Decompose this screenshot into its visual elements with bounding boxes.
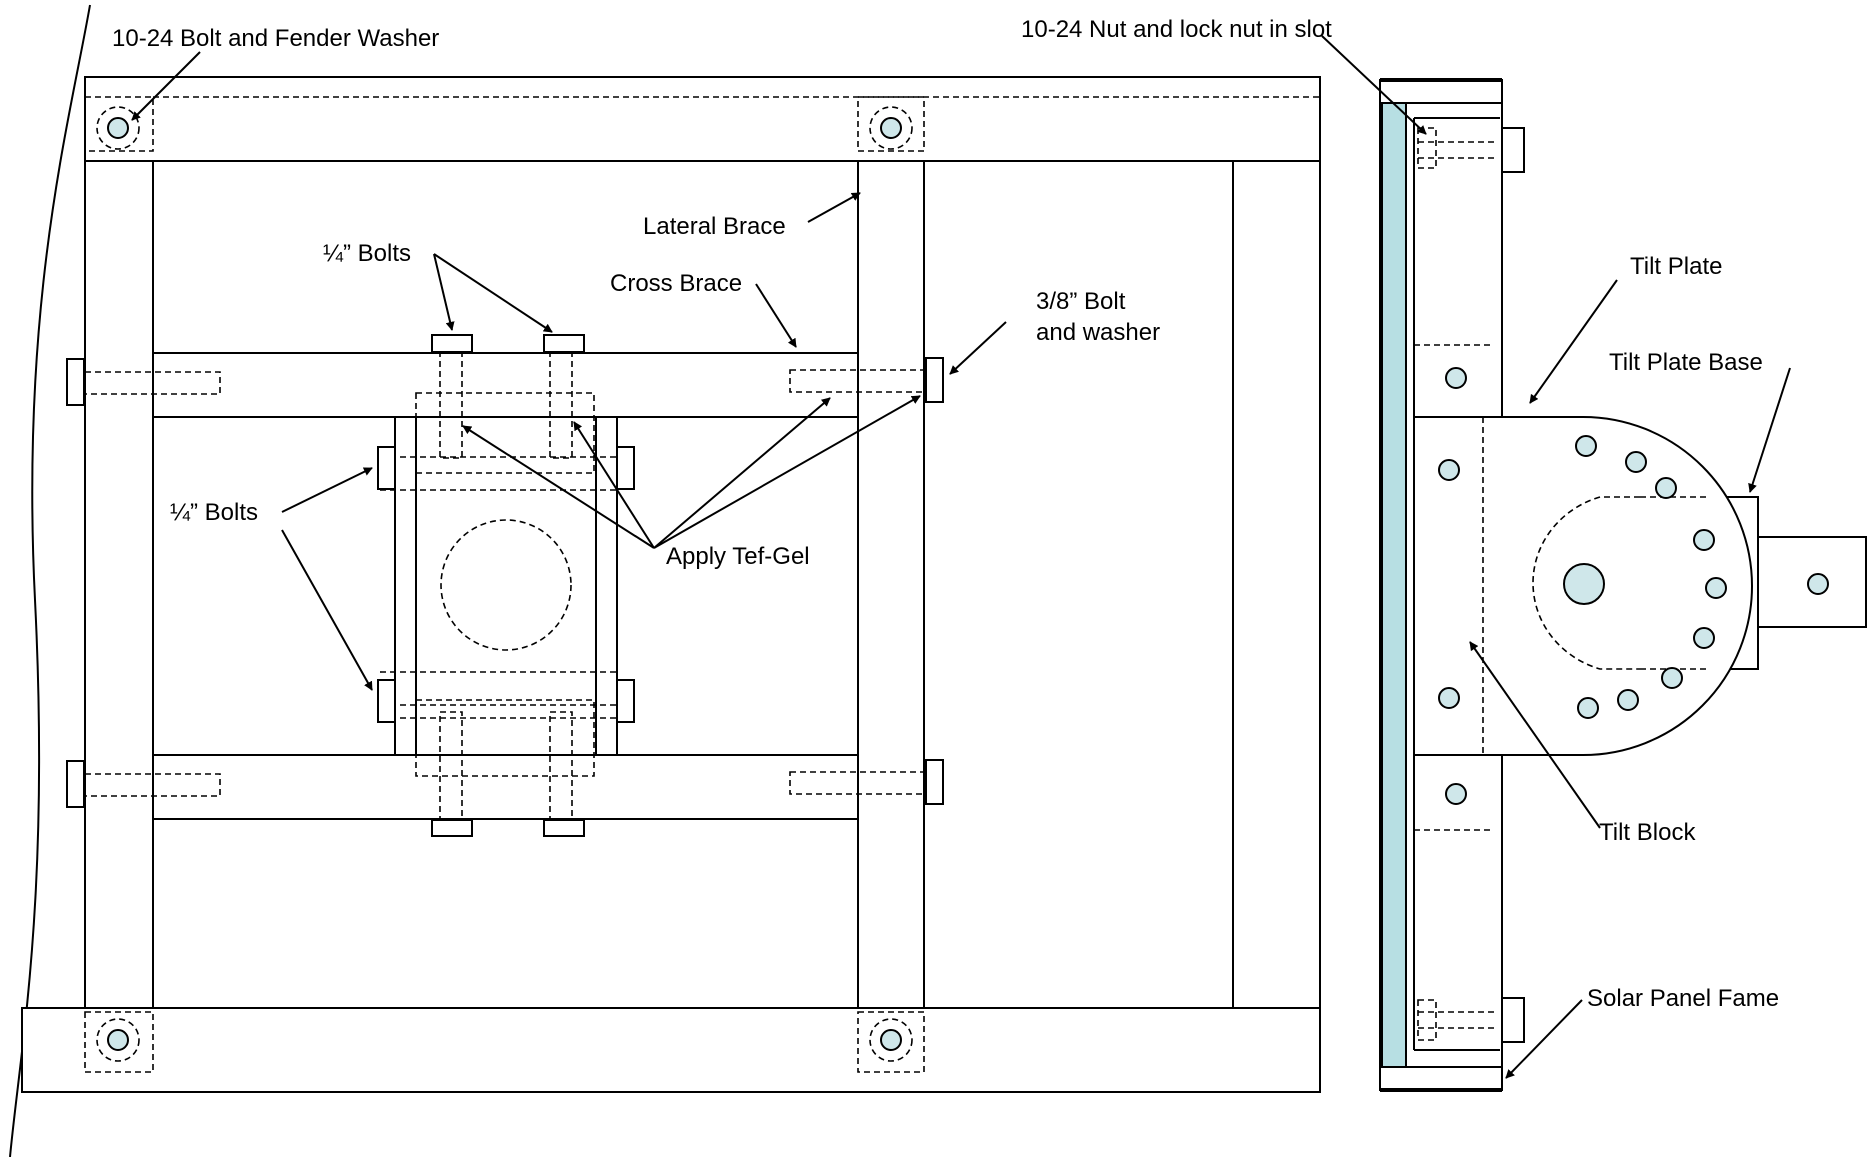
quarter-bolt-head-bottom-2: [543, 819, 585, 837]
label-tilt-plate: Tilt Plate: [1630, 253, 1722, 280]
tilt-pivot-hole: [1563, 563, 1605, 605]
fender-washer-bolt-br: [869, 1018, 913, 1062]
three-eighths-bolt-ul: [66, 358, 221, 406]
corner-dash-tl: [84, 96, 154, 152]
nut-slot-top: [1417, 127, 1525, 173]
panel-glass: [1381, 102, 1407, 1068]
mount-center-dashed-circle: [440, 519, 572, 651]
label-bolt-fender-washer: 10-24 Bolt and Fender Washer: [112, 25, 439, 52]
quarter-bolt-head-bottom-1: [431, 819, 473, 837]
label-three-eighths-bolt: 3/8” Bolt: [1036, 288, 1126, 315]
label-quarter-bolts-left: ¼” Bolts: [170, 499, 258, 526]
center-tilt-mount: [377, 334, 635, 837]
bottom-rail: [21, 1007, 1321, 1093]
right-end-column: [1232, 160, 1321, 1009]
side-view: [1379, 78, 1867, 1092]
fender-washer-bolt-tr: [869, 106, 913, 150]
label-solar-panel-frame: Solar Panel Fame: [1587, 985, 1779, 1012]
three-eighths-bolt-ll: [66, 760, 221, 808]
quarter-bolt-head-right-2: [616, 679, 635, 723]
lateral-brace: [857, 160, 925, 1009]
quarter-bolt-head-right-1: [616, 446, 635, 490]
leader-lines: [131, 35, 1791, 1079]
label-cross-brace: Cross Brace: [610, 270, 742, 297]
label-quarter-bolts-top: ¼” Bolts: [323, 240, 411, 267]
quarter-bolt-head-top-2: [543, 334, 585, 353]
fender-washer-bolt-tl: [96, 106, 140, 150]
mount-dashed-top: [415, 392, 595, 474]
tilt-angle-holes: [1575, 435, 1727, 719]
label-lateral-brace: Lateral Brace: [643, 213, 786, 240]
quarter-bolt-head-left-2: [377, 679, 396, 723]
left-vertical-rail: [84, 160, 154, 1009]
label-apply-tef-gel: Apply Tef-Gel: [666, 543, 810, 570]
cross-brace-upper: [152, 352, 859, 418]
tilt-plate-base-dashed: [1532, 496, 1640, 670]
break-line: [9, 4, 91, 1157]
mount-dashed-bottom: [415, 699, 595, 777]
corner-dash-tr: [857, 96, 925, 152]
nut-slot-bottom: [1417, 997, 1525, 1043]
three-eighths-bolt-ur: [789, 357, 944, 403]
quarter-bolt-head-left-1: [377, 446, 396, 490]
quarter-bolt-head-top-1: [431, 334, 473, 353]
tilt-plate-base-tab: [1757, 536, 1867, 628]
label-three-eighths-washer: and washer: [1036, 319, 1160, 346]
fender-washer-bolt-bl: [96, 1018, 140, 1062]
cross-brace-lower: [152, 754, 859, 820]
label-nut-lock-nut: 10-24 Nut and lock nut in slot: [1021, 16, 1332, 43]
mount-plate-inner: [415, 416, 597, 756]
corner-dash-bl: [84, 1011, 154, 1073]
three-eighths-bolt-lr: [789, 759, 944, 805]
label-tilt-plate-base: Tilt Plate Base: [1609, 349, 1763, 376]
corner-dash-br: [857, 1011, 925, 1073]
front-view: [21, 76, 1321, 1093]
top-rail: [84, 76, 1321, 162]
label-tilt-block: Tilt Block: [1599, 819, 1696, 846]
